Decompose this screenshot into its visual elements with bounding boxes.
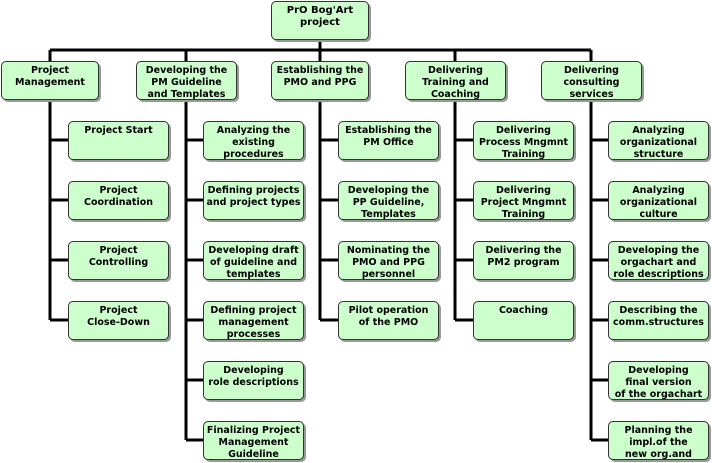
task-box[interactable]: Project Coordination [68, 181, 169, 220]
phase-label: Delivering Training and Coaching [422, 65, 489, 100]
task-label: Delivering the PM2 program [485, 245, 562, 268]
task-label: Project Close-Down [87, 305, 150, 328]
phase-box[interactable]: Establishing the PMO and PPG [271, 61, 369, 100]
task-box[interactable]: Finalizing Project Management Guideline [203, 421, 304, 460]
task-box[interactable]: Project Start [68, 121, 169, 160]
task-box[interactable]: Defining projects and project types [203, 181, 304, 220]
task-box[interactable]: Planning the impl.of the new org.and [608, 421, 709, 460]
root-project-label: PrO Bog'Art project [286, 5, 354, 28]
task-label: Analyzing organizational structure [619, 125, 698, 160]
task-box[interactable]: Developing final version of the orgachar… [608, 361, 709, 400]
task-label: Project Coordination [83, 185, 154, 208]
task-box[interactable]: Analyzing the existing procedures [203, 121, 304, 160]
task-label: Analyzing organizational culture [619, 185, 698, 220]
task-label: Project Start [84, 125, 153, 136]
task-box[interactable]: Describing the comm.structures [608, 301, 709, 340]
phase-box[interactable]: Project Management [1, 61, 99, 100]
task-box[interactable]: Establishing the PM Office [338, 121, 439, 160]
task-label: Developing the orgachart and role descri… [613, 245, 704, 280]
task-label: Developing final version of the orgachar… [614, 365, 703, 400]
phase-label: Project Management [15, 65, 85, 88]
phase-label: Developing the PM Guideline and Template… [145, 65, 228, 100]
task-box[interactable]: Developing draft of guideline and templa… [203, 241, 304, 280]
phase-box[interactable]: Delivering Training and Coaching [405, 61, 506, 100]
task-label: Defining projects and project types [206, 185, 301, 208]
task-box[interactable]: Delivering Project Mngmnt Training [473, 181, 574, 220]
phase-box[interactable]: Developing the PM Guideline and Template… [136, 61, 237, 100]
task-box[interactable]: Developing the PP Guideline, Templates [338, 181, 439, 220]
task-box[interactable]: Developing role descriptions [203, 361, 304, 400]
task-box[interactable]: Coaching [473, 301, 574, 340]
task-box[interactable]: Project Controlling [68, 241, 169, 280]
phase-label: Establishing the PMO and PPG [276, 65, 364, 88]
task-label: Pilot operation of the PMO [348, 305, 429, 328]
task-label: Delivering Project Mngmnt Training [480, 185, 567, 220]
task-label: Defining project management processes [210, 305, 297, 340]
task-box[interactable]: Analyzing organizational culture [608, 181, 709, 220]
task-label: Coaching [498, 305, 549, 316]
task-box[interactable]: Analyzing organizational structure [608, 121, 709, 160]
task-box[interactable]: Delivering Process Mngmnt Training [473, 121, 574, 160]
task-box[interactable]: Delivering the PM2 program [473, 241, 574, 280]
task-label: Developing draft of guideline and templa… [208, 245, 299, 280]
task-label: Analyzing the existing procedures [216, 125, 291, 160]
task-label: Finalizing Project Management Guideline [206, 425, 301, 460]
task-box[interactable]: Pilot operation of the PMO [338, 301, 439, 340]
task-label: Developing the PP Guideline, Templates [347, 185, 430, 220]
task-label: Describing the comm.structures [613, 305, 704, 328]
task-label: Project Controlling [88, 245, 149, 268]
task-box[interactable]: Defining project management processes [203, 301, 304, 340]
phase-box[interactable]: Delivering consulting services [541, 61, 642, 100]
task-label: Nominating the PMO and PPG personnel [346, 245, 431, 280]
root-project-box[interactable]: PrO Bog'Art project [271, 1, 369, 40]
task-label: Delivering Process Mngmnt Training [478, 125, 569, 160]
task-box[interactable]: Project Close-Down [68, 301, 169, 340]
task-label: Planning the impl.of the new org.and [624, 425, 693, 460]
task-box[interactable]: Nominating the PMO and PPG personnel [338, 241, 439, 280]
phase-label: Delivering consulting services [563, 65, 620, 100]
task-box[interactable]: Developing the orgachart and role descri… [608, 241, 709, 280]
task-label: Establishing the PM Office [345, 125, 432, 148]
task-label: Developing role descriptions [208, 365, 299, 388]
